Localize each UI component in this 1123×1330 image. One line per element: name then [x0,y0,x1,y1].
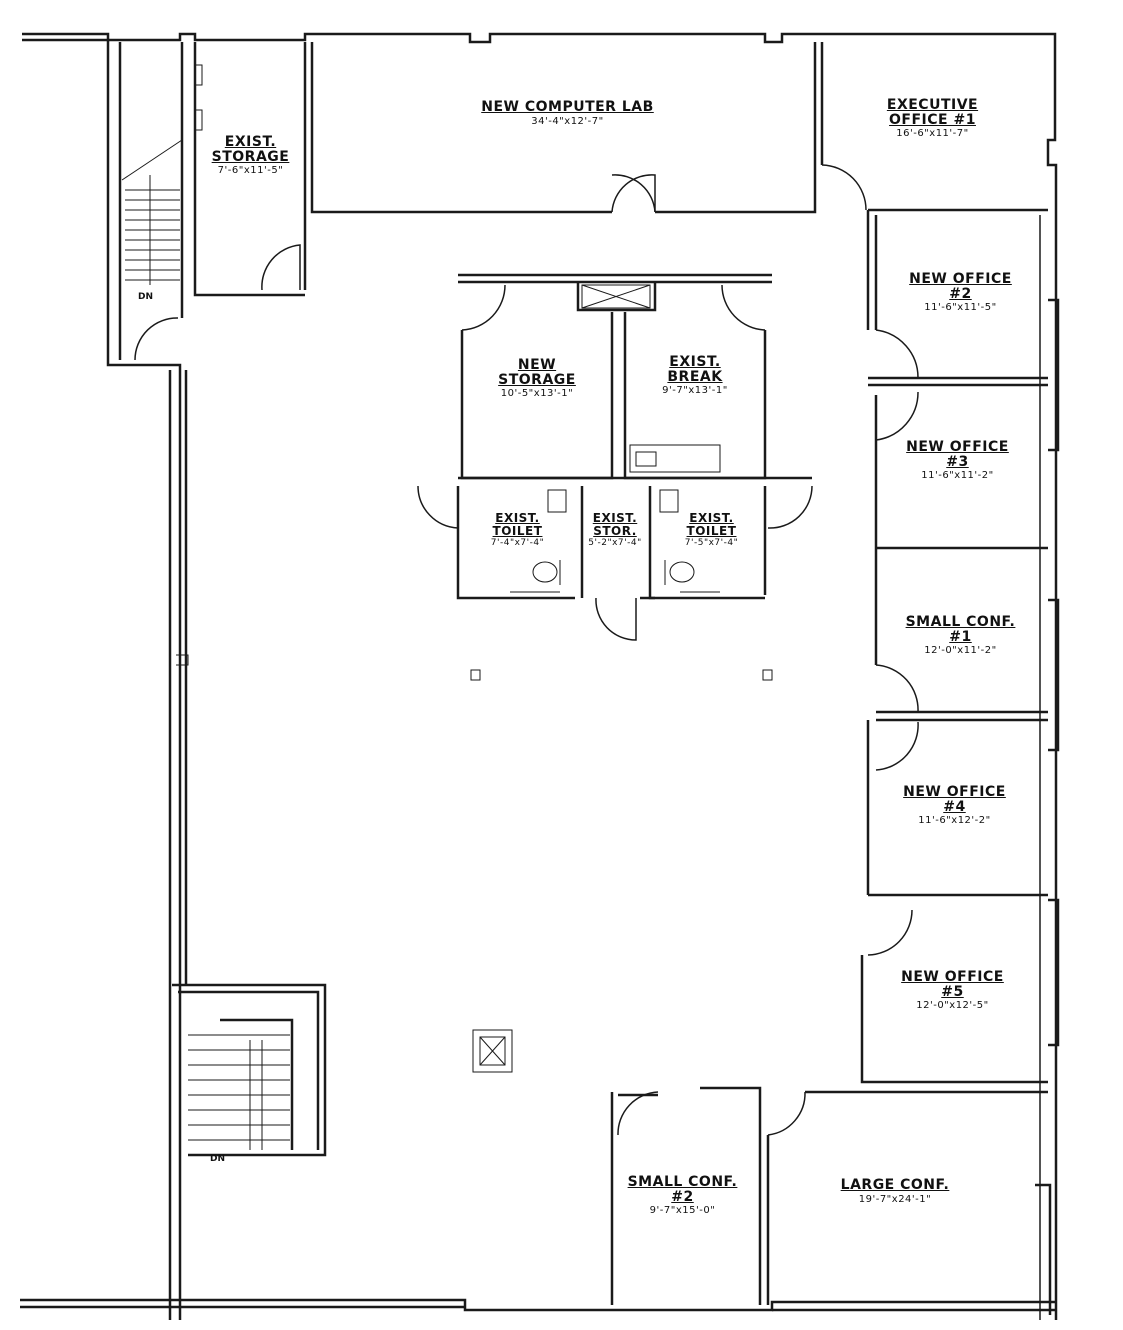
room-dimension: 19'-7"x24'-1" [858,1193,932,1205]
door-toilet-right [767,485,813,529]
door-toilet-left [417,485,459,529]
room-dimension: 7'-6"x11'-5" [217,165,284,177]
door-office3 [875,391,919,441]
room-office5: NEW OFFICE #5 12'-0"x12'-5" [890,970,1015,1012]
wall-exist-storage [193,42,305,297]
room-name: EXECUTIVE OFFICE #1 [886,97,979,128]
door-small-conf1 [875,664,919,713]
shaft-box-bottom [472,1029,513,1073]
room-name: NEW OFFICE #2 [909,271,1012,302]
door-office4 [875,721,919,771]
room-name: NEW OFFICE #4 [903,784,1006,815]
room-dimension: 9'-7"x15'-0" [649,1205,716,1217]
left-wall [106,40,182,1320]
room-exec-office: EXECUTIVE OFFICE #1 16'-6"x11'-7" [860,98,1005,140]
stair-down-label-bottom: DN [210,1154,226,1164]
room-dimension: 11'-6"x11'-2" [921,470,994,482]
column [762,669,773,681]
room-name: EXIST. STOR. [592,511,638,538]
door-office2 [875,329,919,379]
door-new-storage [461,284,506,331]
room-dimension: 34'-4"x12'-7" [531,115,604,127]
room-name: EXIST. TOILET [686,511,737,538]
room-toilet-left: EXIST. TOILET 7'-4"x7'-4" [470,512,565,549]
room-name: NEW STORAGE [498,357,576,388]
exterior-wall-top [22,32,1058,1320]
room-dimension: 9'-7"x13'-1" [662,385,728,397]
room-dimension: 5'-2"x7'-4" [588,538,642,549]
room-dimension: 7'-4"x7'-4" [490,538,545,549]
stair-top [121,139,183,181]
wall-computer-lab [310,42,612,214]
room-dimension: 10'-5"x13'-1" [500,388,574,400]
room-name: EXIST. BREAK [667,354,723,385]
room-new-storage: NEW STORAGE 10'-5"x13'-1" [482,358,592,400]
room-name: EXIST. TOILET [492,511,543,538]
shaft-box [581,284,651,309]
door-computer-lab [611,174,656,213]
room-name: LARGE CONF. [840,1177,950,1193]
room-small-conf1: SMALL CONF. #1 12'-0"x11'-2" [898,615,1023,657]
room-name: SMALL CONF. #2 [627,1174,738,1205]
room-dimension: 12'-0"x12'-5" [916,1000,989,1012]
room-dimension: 11'-6"x11'-5" [924,302,997,314]
stair-bottom [188,1034,290,1141]
room-exist-storage: EXIST. STORAGE 7'-6"x11'-5" [198,135,303,177]
room-large-conf: LARGE CONF. 19'-7"x24'-1" [835,1178,955,1205]
door-office5 [867,909,913,956]
room-office3: NEW OFFICE #3 11'-6"x11'-2" [895,440,1020,482]
room-name: EXIST. STORAGE [211,134,290,165]
door-small-conf2 [617,1091,659,1136]
room-dimension: 16'-6"x11'-7" [896,128,969,140]
column [470,669,481,681]
room-name: NEW OFFICE #5 [901,969,1004,1000]
door-stair-top [134,317,179,361]
stair-down-label-top: DN [138,292,154,302]
room-toilet-right: EXIST. TOILET 7'-5"x7'-4" [664,512,759,549]
room-dimension: 11'-6"x12'-2" [918,815,991,827]
room-computer-lab: NEW COMPUTER LAB 34'-4"x12'-7" [470,100,665,127]
room-small-conf2: SMALL CONF. #2 9'-7"x15'-0" [625,1175,740,1217]
exterior-wall-bottom [20,1298,1055,1312]
door-exist-storage [261,244,301,291]
door-exist-break [721,284,766,331]
room-office2: NEW OFFICE #2 11'-6"x11'-5" [898,272,1023,314]
room-dimension: 12'-0"x11'-2" [924,645,997,657]
door-exist-stor [595,597,637,641]
room-office4: NEW OFFICE #4 11'-6"x12'-2" [892,785,1017,827]
room-exist-break: EXIST. BREAK 9'-7"x13'-1" [640,355,750,397]
room-name: NEW OFFICE #3 [906,439,1009,470]
room-name: SMALL CONF. #1 [905,614,1016,645]
room-exist-stor: EXIST. STOR. 5'-2"x7'-4" [579,512,651,549]
door-exec-office [821,164,867,211]
door-large-conf [767,1091,806,1136]
room-dimension: 7'-5"x7'-4" [684,538,739,549]
room-name: NEW COMPUTER LAB [481,99,654,115]
